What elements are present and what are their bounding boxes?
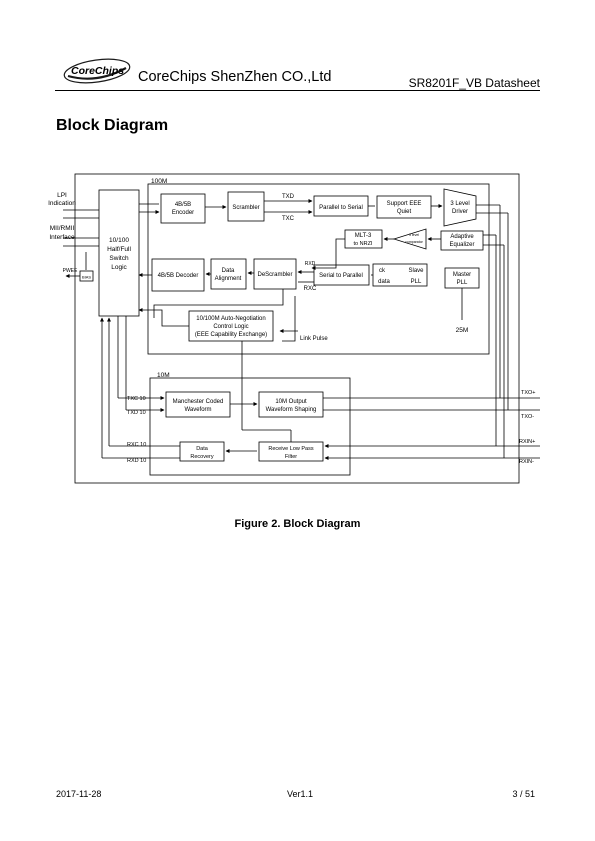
- mac-label-4: Logic: [111, 264, 127, 271]
- manchester-label-1: Manchester Coded: [173, 399, 224, 405]
- header-divider: [55, 90, 540, 91]
- link-pulse-label: Link Pulse: [300, 336, 328, 342]
- slave-ck-label: ck: [379, 268, 386, 274]
- manchester-block: [165, 391, 231, 418]
- scrambler-block: [227, 191, 265, 222]
- lpf-label-1: Receive Low Pass: [268, 446, 313, 452]
- serial-to-parallel-block: [313, 264, 370, 286]
- equalizer-label-1: Adaptive: [450, 234, 474, 240]
- mac-label-1: 10/100: [109, 237, 129, 244]
- driver-label-2: Driver: [452, 209, 468, 215]
- mii-label-1: MII/RMII: [50, 225, 75, 232]
- txc-label: TXC: [282, 216, 295, 222]
- autoneg-label-3: (EEE Capability Exchange): [195, 332, 267, 338]
- rxin-minus-label: RXIN-: [519, 459, 534, 465]
- master-pll-label-2: PLL: [457, 280, 468, 286]
- manchester-label-2: Waveform: [184, 407, 211, 413]
- p2s-label: Parallel to Serial: [319, 205, 363, 211]
- equalizer-label-2: Equalizer: [449, 242, 474, 248]
- alignment-label-2: Alignment: [215, 276, 242, 282]
- bias-label: BIAS: [82, 275, 91, 280]
- rxd10-label: RXD 10: [127, 458, 146, 464]
- footer-page-number: 3 / 51: [512, 789, 535, 799]
- mlt3-label-2: to NRZI: [354, 241, 373, 247]
- group-100m-box: [147, 183, 490, 355]
- lpi-arrow: [63, 209, 99, 219]
- decoder-label: 4B/5B Decoder: [158, 273, 199, 279]
- output10m-label-1: 10M Output: [275, 399, 307, 405]
- support-eee-quiet-block: [376, 195, 432, 219]
- driver-3-level-block: [443, 188, 477, 227]
- lpf-label-2: Filter: [285, 454, 297, 460]
- mac-label-3: Switch: [109, 255, 129, 262]
- txo-minus-label: TXO-: [521, 414, 534, 420]
- recovery-label-2: Recovery: [190, 454, 213, 460]
- mlt3-label-1: MLT-3: [355, 233, 372, 239]
- encoder-4b5b-block: [160, 193, 206, 224]
- document-title: SR8201F_VB Datasheet: [408, 76, 540, 90]
- encoder-label-1: 4B/5B: [175, 202, 191, 208]
- txo-plus-label: TXO+: [521, 390, 536, 396]
- slave-pll-label-1: Slave: [408, 268, 424, 274]
- data-alignment-block: [210, 258, 247, 290]
- rxin-plus-label: RXIN+: [519, 439, 535, 445]
- output-10m-block: [258, 391, 324, 418]
- company-name: CoreChips ShenZhen CO.,Ltd: [138, 69, 332, 85]
- comparator-label-2: comparator: [405, 240, 424, 244]
- pwee-label: PWEE: [63, 268, 78, 274]
- txd10-label: TXD 10: [127, 410, 146, 416]
- figure-caption: Figure 2. Block Diagram: [234, 518, 361, 530]
- group-10m-label: 10M: [157, 372, 170, 379]
- s2p-label: Serial to Parallel: [319, 273, 363, 279]
- data-recovery-block: [179, 441, 225, 462]
- rxc-label: RXC: [304, 286, 317, 292]
- rxc10-label: RXC 10: [127, 442, 146, 448]
- rxd-label: RXD: [305, 261, 316, 267]
- autoneg-label-1: 10/100M Auto-Negotiation: [196, 316, 265, 322]
- lpi-label-2: Indication: [48, 200, 76, 207]
- txc10-label: TXC 10: [127, 396, 146, 402]
- eee-label-2: Quiet: [397, 209, 412, 215]
- alignment-label-1: Data: [222, 268, 235, 274]
- footer-version: Ver1.1: [287, 789, 314, 799]
- output10m-label-2: Waveform Shaping: [266, 407, 317, 413]
- mii-label-2: Interface: [49, 234, 75, 241]
- section-heading: Block Diagram: [56, 117, 169, 134]
- scrambler-label: Scrambler: [232, 205, 259, 211]
- master-pll-label-1: Master: [453, 272, 471, 278]
- encoder-label-2: Encoder: [172, 210, 194, 216]
- group-10m-box: [149, 377, 351, 476]
- mii-arrow: [63, 237, 99, 247]
- logo-text: CoreChips: [71, 65, 124, 77]
- eee-label-1: Support EEE: [387, 201, 422, 207]
- recovery-label-1: Data: [196, 446, 209, 452]
- corechips-logo: CoreChips: [63, 58, 131, 84]
- mac-block: [98, 189, 140, 317]
- adaptive-equalizer-block: [440, 230, 484, 251]
- slave-pll-label-2: PLL: [411, 279, 422, 285]
- freq-25m-label: 25M: [456, 327, 469, 334]
- comparator-label-1: 3 level: [409, 233, 419, 237]
- diagram-frame: [74, 173, 520, 484]
- txd-label: TXD: [282, 194, 295, 200]
- slave-data-label: data: [378, 279, 390, 285]
- footer-date: 2017-11-28: [56, 789, 102, 799]
- group-100m-label: 100M: [151, 178, 167, 185]
- driver-label-1: 3 Level: [450, 201, 469, 207]
- autoneg-label-2: Control Logic: [213, 324, 248, 330]
- mac-label-2: Half/Full: [107, 246, 131, 253]
- descrambler-block: [253, 258, 297, 290]
- descrambler-label: DeScrambler: [257, 272, 292, 278]
- lpi-label-1: LPI: [57, 192, 67, 199]
- comparator-block: [392, 228, 427, 250]
